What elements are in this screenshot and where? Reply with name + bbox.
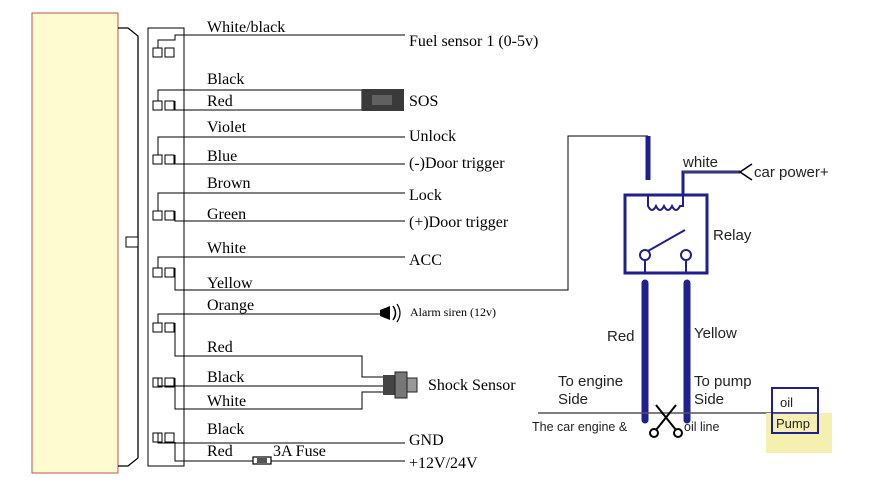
wire-label-black-sos: Black [207, 71, 244, 88]
endpoint-sos: SOS [409, 93, 438, 110]
endpoint-fuel-sensor: Fuel sensor 1 (0-5v) [409, 33, 538, 50]
to-pump-label-1: To pump [694, 373, 752, 390]
endpoint-door-trigger-pos: (+)Door trigger [409, 214, 509, 231]
oil-box [771, 387, 819, 434]
endpoint-lock: Lock [409, 187, 442, 204]
relay-contact-right [680, 249, 692, 261]
wire-label-red-shock: Red [207, 339, 233, 356]
relay-switch-arm [647, 229, 686, 252]
wire-label-yellow: Yellow [207, 275, 253, 292]
endpoint-alarm-siren: Alarm siren (12v) [410, 305, 496, 319]
wire-label-brown: Brown [207, 175, 251, 192]
endpoint-shock-sensor: Shock Sensor [428, 377, 516, 394]
wire-label-blue: Blue [207, 148, 237, 165]
endpoint-acc: ACC [409, 252, 442, 269]
relay-label: Relay [713, 227, 752, 244]
wire-label-white-black: White/black [207, 19, 285, 36]
wire-label-orange: Orange [207, 297, 254, 314]
wire-label-violet: Violet [207, 119, 247, 136]
endpoint-unlock: Unlock [409, 128, 456, 145]
fuse-element [257, 458, 267, 463]
relay-box [623, 193, 709, 275]
relay-label-yellow: Yellow [694, 325, 737, 342]
endpoint-door-trigger-neg: (-)Door trigger [409, 155, 505, 172]
to-pump-label-2: Side [694, 391, 724, 408]
pump-label: Pump [776, 416, 810, 431]
oil-line-label: The car engine & [532, 420, 628, 434]
wire-label-black-gnd: Black [207, 421, 244, 438]
connector-pins [152, 47, 175, 443]
relay-label-white: white [682, 154, 718, 171]
relay-label-car-power: car power+ [754, 164, 829, 181]
relay-label-red: Red [607, 328, 635, 345]
car-power-arrow [738, 163, 753, 181]
wire-label-white-shock: White [207, 393, 246, 410]
scissors-icon [649, 404, 683, 438]
relay-coil [647, 196, 684, 211]
oil-label: oil [780, 395, 793, 410]
shock-sensor-icon [383, 371, 418, 399]
to-engine-label-2: Side [558, 391, 588, 408]
oil-line-label-2: oil line [684, 420, 719, 434]
wire-label-red-power: Red [207, 443, 233, 460]
to-engine-label-1: To engine [558, 373, 623, 390]
wire-label-red-sos: Red [207, 93, 233, 110]
connector-tab [125, 236, 139, 248]
wire-label-white-acc: White [207, 240, 246, 257]
tracker-device-body [31, 12, 119, 474]
alarm-siren-icon [380, 303, 401, 323]
relay-section [538, 136, 832, 453]
endpoint-gnd: GND [409, 432, 444, 449]
wire-label-green: Green [207, 206, 246, 223]
harness-bracket [147, 27, 185, 467]
sos-button-face [372, 95, 392, 105]
endpoint-power: +12V/24V [409, 455, 478, 472]
harness-wires [157, 34, 648, 462]
wire-label-black-shock: Black [207, 369, 244, 386]
fuse-label: 3A Fuse [273, 443, 326, 460]
